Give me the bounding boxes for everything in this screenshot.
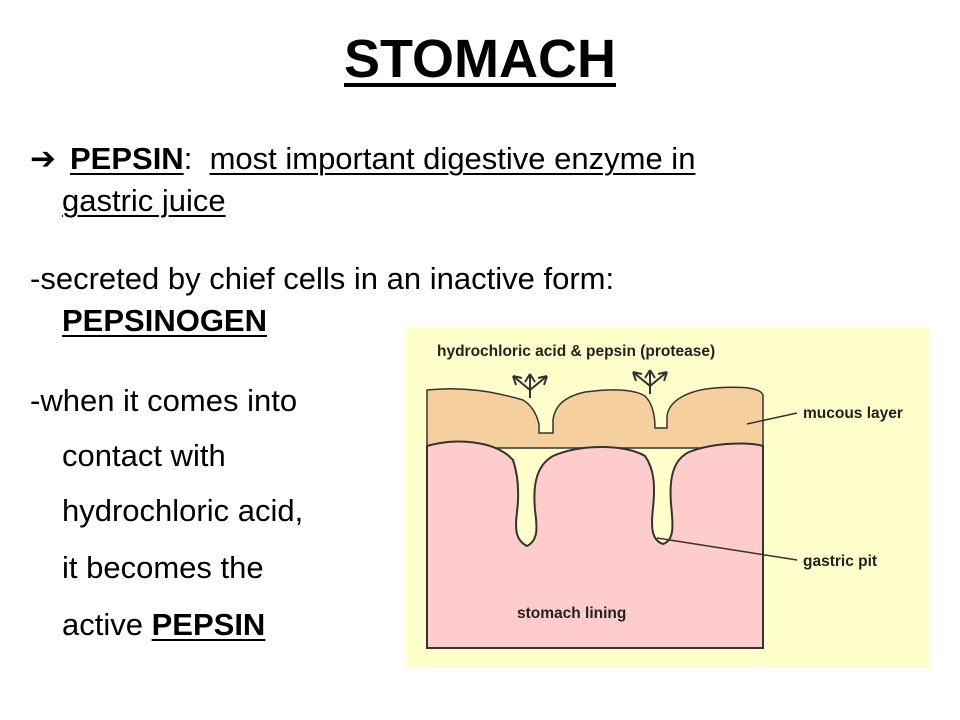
pepsin-term: PEPSIN: [69, 141, 184, 176]
label-gastric-pit: gastric pit: [803, 553, 877, 570]
mucous-layer-shape: [426, 386, 764, 449]
secretion-arrows: [512, 369, 668, 398]
contact-line-1: -when it comes into: [30, 383, 298, 418]
gastric-pit-diagram: hydrochloric acid & pepsin (protease) mu…: [405, 328, 930, 668]
active-pepsin-term: PEPSIN: [151, 607, 266, 642]
pepsinogen-term: PEPSINOGEN: [62, 303, 267, 338]
secreted-text: -secreted by chief cells in an inactive …: [30, 261, 615, 296]
contact-line-5: active PEPSIN: [62, 606, 265, 644]
slide-title: STOMACH: [343, 29, 616, 89]
contact-line-4: it becomes the: [62, 550, 264, 585]
pepsin-bullet: ➔ PEPSIN: most important digestive enzyme…: [30, 140, 695, 178]
pit-pointer-line: [656, 537, 798, 561]
label-mucous-layer: mucous layer: [803, 405, 903, 422]
label-hcl-pepsin: hydrochloric acid & pepsin (protease): [437, 343, 715, 360]
active-prefix: active: [62, 607, 152, 642]
pepsin-definition: most important digestive enzyme in: [209, 141, 696, 176]
label-stomach-lining: stomach lining: [517, 605, 626, 622]
pepsin-definition-cont: gastric juice: [62, 183, 226, 218]
arrow-right-icon: ➔: [30, 141, 56, 176]
contact-line-2: contact with: [62, 438, 226, 473]
stomach-lining-shape: [426, 440, 764, 649]
pepsin-colon: :: [183, 141, 193, 176]
mucous-pointer-line: [746, 412, 798, 425]
contact-line-3: hydrochloric acid,: [62, 493, 304, 528]
